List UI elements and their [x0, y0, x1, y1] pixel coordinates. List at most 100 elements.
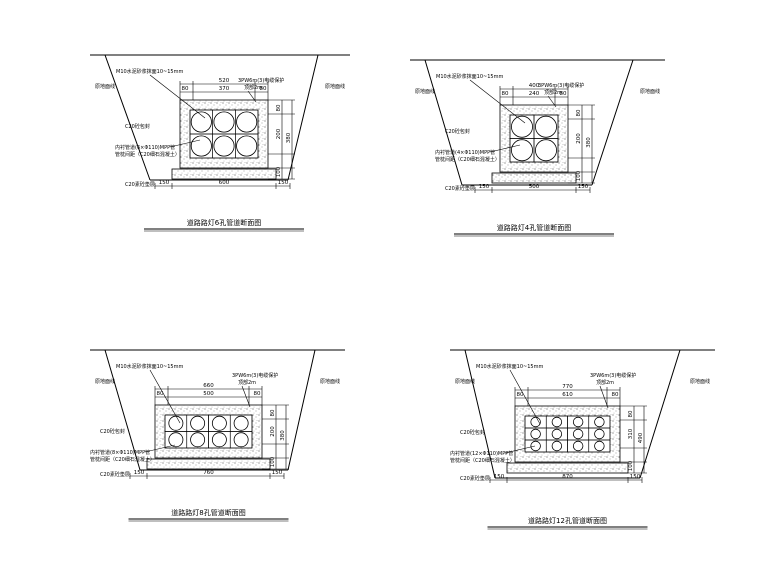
pipe	[530, 440, 541, 452]
pipe	[190, 135, 212, 157]
pipe-cell	[235, 133, 259, 159]
dim-right-bottom: 100	[276, 166, 282, 177]
bedding-layer	[171, 168, 277, 180]
dim-top-seg-right: 80	[254, 391, 261, 397]
dim-bottom-left: 150	[159, 180, 170, 186]
note-spacer: 管枕间距（C20细石混凝土）	[450, 457, 515, 464]
dim-top-seg-mid: 610	[562, 392, 573, 398]
note-pipes: 内衬管道(12×Φ110)MPP管	[450, 450, 513, 457]
pipe	[211, 415, 227, 431]
dim-top-seg-mid: 500	[203, 391, 214, 397]
dim-top-total: 520	[219, 78, 230, 84]
note-spacer: 管枕间距（C20细石混凝土）	[115, 151, 180, 158]
leader-line	[489, 144, 521, 153]
leader-line	[241, 385, 251, 408]
dim-bottom-mid: 760	[203, 470, 214, 476]
note-encasement: C20砼包封	[460, 429, 485, 436]
dim-right-mid: 200	[276, 128, 282, 139]
dim-right-top: 80	[576, 109, 582, 116]
dim-bottom-right: 150	[630, 474, 641, 480]
note-cable: 3PW6m(3)电缆保护	[238, 77, 284, 84]
pipe	[511, 115, 533, 138]
dim-bottom-mid: 870	[562, 474, 573, 480]
leader-line	[247, 90, 257, 103]
note-bedding: C20素砼垫层	[125, 181, 155, 188]
note-plaster: M10水泥砂浆抹面10~15mm	[436, 73, 503, 80]
dim-right-bottom: 100	[628, 460, 634, 471]
note-ground-left: 原地面线	[455, 378, 475, 385]
pipe	[594, 428, 605, 440]
trench-right-side	[639, 349, 715, 479]
note-pipes: 内衬管道(4×Φ110)MPP管	[435, 149, 495, 156]
note-top: 顶部2m	[238, 379, 256, 386]
leader-line	[144, 444, 176, 453]
pipe	[530, 416, 541, 428]
note-bedding: C20素砼垫层	[460, 475, 490, 482]
leader-line	[547, 95, 557, 108]
bedding-layer	[491, 172, 577, 184]
trench-right-side	[591, 59, 665, 186]
note-spacer: 管枕间距（C20细石混凝土）	[435, 156, 500, 163]
dim-right-top: 80	[628, 410, 634, 417]
note-plaster: M10水泥砂浆抹面10~15mm	[476, 363, 543, 370]
pipe	[594, 416, 605, 428]
dim-right-total: 490	[638, 432, 644, 443]
dim-top-seg-left: 80	[502, 91, 509, 97]
bedding-layer	[506, 462, 629, 474]
pipe	[236, 111, 258, 133]
note-cable: 3PW6m(3)电缆保护	[232, 372, 278, 379]
dim-bottom-left: 150	[134, 470, 145, 476]
leader-line	[149, 74, 206, 119]
trench-right-side	[287, 54, 350, 181]
note-top: 顶部2m	[596, 379, 614, 386]
dim-bottom-mid: 500	[529, 184, 540, 190]
dim-right-total: 380	[586, 137, 592, 148]
note-encasement: C20砼包封	[445, 128, 470, 135]
dim-right-bottom: 100	[576, 170, 582, 181]
pipe	[190, 111, 212, 133]
note-top: 顶部2m	[244, 84, 262, 91]
dim-top-total: 770	[562, 384, 573, 390]
dim-top-seg-left: 80	[517, 392, 524, 398]
note-pipes: 内衬管道(6×Φ110)MPP管	[115, 144, 175, 151]
dim-right-top: 80	[270, 409, 276, 416]
leader-line	[149, 369, 181, 424]
leader-line	[504, 445, 536, 454]
pipe	[530, 428, 541, 440]
note-ground-left: 原地面线	[415, 88, 435, 95]
dim-top-total: 660	[203, 383, 214, 389]
dim-top-total: 400	[529, 83, 540, 89]
pipe	[535, 139, 557, 162]
note-bedding: C20素砼垫层	[100, 471, 130, 478]
leader-line	[509, 369, 541, 425]
pipe-cell	[229, 431, 253, 449]
pipe	[572, 416, 584, 428]
dim-right-bottom: 100	[270, 456, 276, 467]
dim-top-seg-right: 80	[260, 86, 267, 92]
pipe	[213, 111, 235, 133]
dim-top-seg-left: 80	[182, 86, 189, 92]
section-title: 道路路灯12孔管道断面图	[528, 516, 607, 525]
note-cable: 3PW6m(3)电缆保护	[538, 82, 584, 89]
dim-top-seg-right: 80	[612, 392, 619, 398]
pipe	[233, 432, 249, 448]
pipe-cell	[533, 138, 559, 163]
note-ground-right: 原地面线	[320, 378, 340, 385]
pipe	[168, 432, 184, 448]
note-ground-left: 原地面线	[95, 83, 115, 90]
dim-bottom-right: 150	[272, 470, 283, 476]
dim-top-seg-mid: 240	[529, 91, 540, 97]
note-plaster: M10水泥砂浆抹面10~15mm	[116, 68, 183, 75]
pipe	[572, 428, 584, 440]
dim-bottom-left: 150	[479, 184, 490, 190]
note-spacer: 管枕间距（C20细石混凝土）	[90, 456, 155, 463]
pipe	[211, 432, 227, 448]
dim-bottom-left: 150	[494, 474, 505, 480]
pipe	[535, 115, 557, 138]
pipe	[190, 415, 206, 431]
note-ground-left: 原地面线	[95, 378, 115, 385]
section-title: 道路路灯8孔管道断面图	[171, 508, 245, 517]
section-title: 道路路灯4孔管道断面图	[497, 223, 571, 232]
pipe	[190, 432, 206, 448]
